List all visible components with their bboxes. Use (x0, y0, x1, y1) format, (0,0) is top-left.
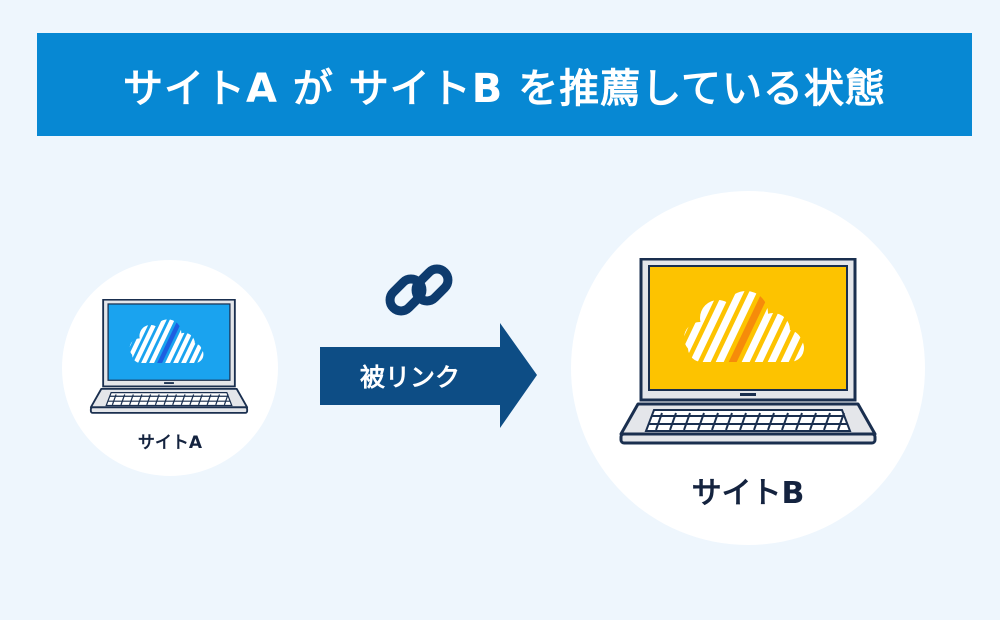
link-chain-icon (385, 264, 453, 316)
site-a-laptop-icon (89, 299, 249, 414)
keyboard (644, 409, 852, 432)
keyboard (105, 391, 233, 407)
cloud-icon (129, 319, 204, 364)
site-b-label: サイトB (691, 476, 805, 511)
site-a-label: サイトA (137, 433, 203, 453)
site-b-laptop-icon (619, 258, 877, 445)
page-title: サイトA が サイトB を推薦している状態 (37, 33, 972, 136)
backlink-label: 被リンク (359, 363, 460, 392)
arrow-right-icon (320, 323, 537, 428)
